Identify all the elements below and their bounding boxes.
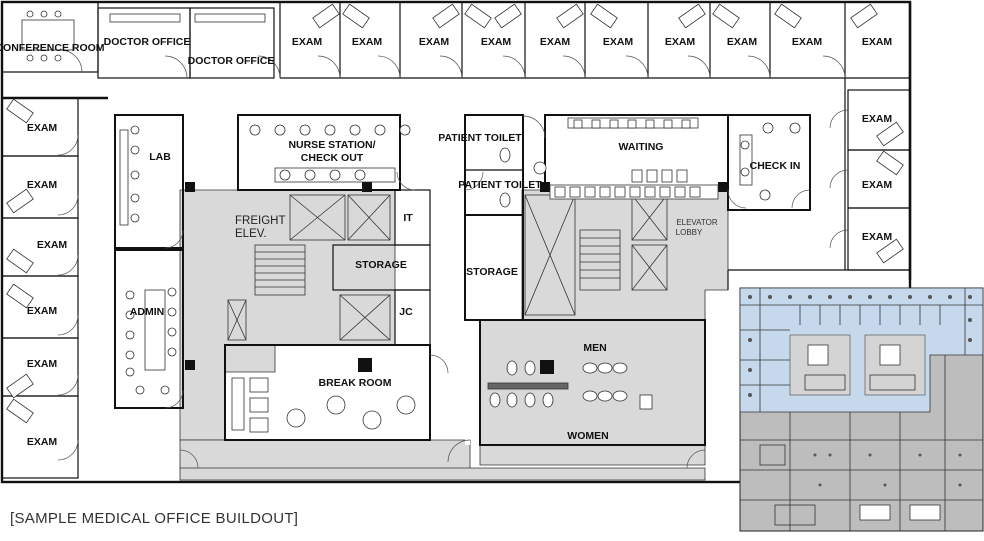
exam-label: EXAM (862, 113, 893, 125)
right-exam-rooms (847, 89, 911, 271)
left-exam-rooms (1, 97, 79, 479)
exam-label: EXAM (27, 436, 58, 448)
exam-label: EXAM (352, 36, 383, 48)
storage-label-2: STORAGE (466, 266, 518, 278)
exam-label: EXAM (481, 36, 512, 48)
exam-label: EXAM (792, 36, 823, 48)
exam-tables (6, 3, 904, 424)
freight-elevator-label: FREIGHT (235, 215, 285, 227)
exam-label: EXAM (37, 239, 68, 251)
conference-room-label: CONFERENCE ROOM (0, 42, 105, 54)
key-plan-inset (739, 287, 984, 532)
top-row-rooms (1, 1, 846, 79)
doctor-office-label-2: DOCTOR OFFICE (188, 55, 275, 67)
check-out-label: CHECK OUT (301, 152, 364, 164)
women-label: WOMEN (567, 430, 608, 442)
exam-label: EXAM (862, 231, 893, 243)
plan-caption: [SAMPLE MEDICAL OFFICE BUILDOUT] (10, 510, 299, 527)
patient-toilet-label: PATIENT TOILET (438, 132, 522, 144)
elevator-lobby-label: ELEVATOR (676, 218, 718, 227)
room-labels: CONFERENCE ROOM DOCTOR OFFICE DOCTOR OFF… (0, 36, 892, 448)
structural-columns (185, 182, 728, 374)
exam-label: EXAM (862, 36, 893, 48)
men-label: MEN (583, 342, 606, 354)
admin-label: ADMIN (130, 306, 164, 318)
door-swings (57, 49, 849, 469)
waiting-label: WAITING (619, 141, 664, 153)
stairs (254, 229, 621, 296)
check-in-label: CHECK IN (750, 160, 801, 172)
jc-label: JC (399, 306, 413, 318)
patient-toilet-label-2: PATIENT TOILET (458, 179, 542, 191)
exam-label: EXAM (419, 36, 450, 48)
freight-elevator-label-2: ELEV. (235, 228, 267, 240)
exam-label: EXAM (603, 36, 634, 48)
exam-label: EXAM (862, 179, 893, 191)
doctor-office-label-1: DOCTOR OFFICE (104, 36, 191, 48)
exam-label: EXAM (540, 36, 571, 48)
exam-label: EXAM (292, 36, 323, 48)
it-label: IT (403, 212, 413, 224)
exam-label: EXAM (727, 36, 758, 48)
exam-label: EXAM (27, 179, 58, 191)
storage-label: STORAGE (355, 259, 407, 271)
exam-label: EXAM (665, 36, 696, 48)
elevator-shafts (227, 194, 668, 341)
exam-label: EXAM (27, 122, 58, 134)
break-room-label: BREAK ROOM (319, 377, 392, 389)
lab-label: LAB (149, 151, 171, 163)
nurse-station-label: NURSE STATION/ (288, 139, 375, 151)
exam-label: EXAM (27, 305, 58, 317)
furniture (21, 10, 801, 433)
elevator-lobby-label-2: LOBBY (676, 228, 703, 237)
exam-label: EXAM (27, 358, 58, 370)
